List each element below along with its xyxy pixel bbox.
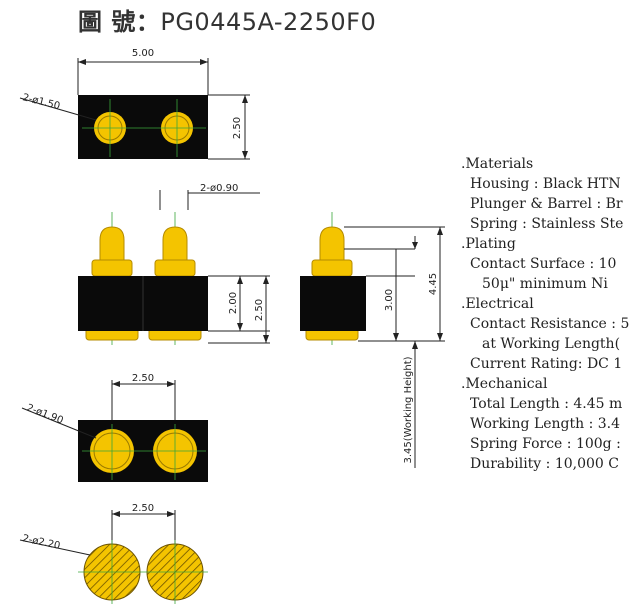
dim-pitch-bottom-label: 2.50 <box>132 503 154 514</box>
dim-pitch-mid-label: 2.50 <box>132 373 154 384</box>
plunger-side <box>319 226 345 263</box>
dim-plunger-label: 2-ø0.90 <box>200 183 238 194</box>
side-view: 3.00 4.45 3.45(Working Height) <box>300 212 445 468</box>
technical-drawing: 5.00 2-ø1.50 2.50 <box>19 48 445 604</box>
spec-line: Total Length : 4.45 m <box>470 396 623 412</box>
spec-line: .Plating <box>461 236 516 252</box>
dim-pad-mid-label: 2-ø1.90 <box>25 403 65 427</box>
spec-line: .Electrical <box>461 296 534 312</box>
spec-line: .Mechanical <box>461 376 548 392</box>
spec-line: Working Length : 3.4 <box>470 416 621 432</box>
spec-line: Durability : 10,000 C <box>470 456 619 472</box>
pad-layout-view: 2.50 2-ø2.20 <box>19 503 208 604</box>
dim-height-top-label: 2.50 <box>232 117 243 139</box>
spec-line: Plunger & Barrel : Br <box>470 196 623 212</box>
leader-pad-mid <box>21 407 97 439</box>
dim-body-height-label: 2.00 <box>228 292 239 314</box>
dim-total-length-label: 4.45 <box>428 273 439 295</box>
leader-pad-bottom <box>19 539 91 556</box>
drawing-number-label: 圖 號： <box>78 8 161 36</box>
part-number: PG0445A-2250F0 <box>160 8 377 36</box>
dim-barrel-length-label: 3.00 <box>384 289 395 311</box>
spec-line: Spring Force : 100g : <box>470 436 621 452</box>
dim-pad-bottom-label: 2-ø2.20 <box>21 533 61 552</box>
spec-line: 50μ" minimum Ni <box>482 276 608 292</box>
leader-pin-hole <box>19 97 97 121</box>
housing-side <box>300 276 366 331</box>
spec-line: Contact Resistance : 5 <box>470 316 629 332</box>
specifications-panel: .Materials Housing : Black HTN Plunger &… <box>461 154 629 474</box>
drawing-number-title: 圖 號：PG0445A-2250F0 <box>78 2 376 36</box>
spec-line: Spring : Stainless Ste <box>470 216 624 232</box>
dim-pitch-height-label: 2.50 <box>254 299 265 321</box>
plunger-right <box>162 226 188 263</box>
spec-line: Current Rating: DC 1 <box>470 356 623 372</box>
dim-width-label: 5.00 <box>132 48 154 59</box>
plunger-left <box>99 226 125 263</box>
spec-line: Contact Surface : 10 <box>470 256 617 272</box>
front-view: 2-ø0.90 2.00 2.50 <box>78 183 270 345</box>
bottom-view: 2.50 2-ø1.90 <box>21 373 208 482</box>
spec-line: .Materials <box>461 156 534 172</box>
spec-line: at Working Length( <box>482 336 621 352</box>
dim-working-height-label: 3.45(Working Height) <box>403 356 414 463</box>
top-view: 5.00 2-ø1.50 2.50 <box>19 48 250 160</box>
dim-pin-hole-label: 2-ø1.50 <box>21 92 61 112</box>
spec-line: Housing : Black HTN <box>470 176 621 192</box>
